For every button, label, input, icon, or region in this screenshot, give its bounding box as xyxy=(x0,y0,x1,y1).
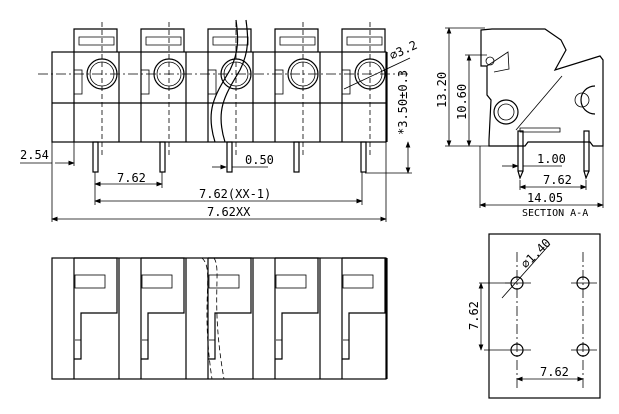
terminal-pole-bottom xyxy=(341,257,388,379)
hole-pattern-view xyxy=(479,233,601,399)
bottom-view xyxy=(51,257,388,380)
dim-total: 7.62XX xyxy=(207,205,251,219)
section-view xyxy=(480,28,604,180)
terminal-pole-bottom xyxy=(140,257,187,379)
dim-hole-pcb: ⌀1.40 xyxy=(518,236,553,271)
pcb-hole xyxy=(571,276,597,290)
terminal-pole xyxy=(274,22,321,173)
dim-pin-width-section: 1.00 xyxy=(537,152,566,166)
terminal-pole xyxy=(73,22,120,173)
terminal-pole-bottom xyxy=(73,257,120,379)
dim-horizontal: 7.62 xyxy=(540,365,569,379)
dim-hole: ⌀3.2 xyxy=(387,38,419,63)
pcb-hole xyxy=(571,343,597,357)
dim-body-height: 10.60 xyxy=(455,84,469,120)
terminal-pole xyxy=(207,22,254,173)
dim-pitch-offset: 2.54 xyxy=(20,148,49,162)
terminal-pole xyxy=(140,22,187,173)
dim-vertical: 7.62 xyxy=(467,301,481,330)
front-view xyxy=(51,19,388,173)
terminal-pole-bottom xyxy=(207,257,254,379)
dim-pitch: 7.62 xyxy=(117,171,146,185)
terminal-pole xyxy=(341,22,388,173)
section-label: SECTION A-A xyxy=(522,208,588,219)
dim-span: 7.62(XX-1) xyxy=(199,187,271,201)
dim-width: 14.05 xyxy=(527,191,563,205)
terminal-pole-bottom xyxy=(274,257,321,379)
dim-height: 13.20 xyxy=(435,72,449,108)
dim-pitch-section: 7.62 xyxy=(543,173,572,187)
dim-pin-width: 0.50 xyxy=(245,153,274,167)
pcb-hole xyxy=(484,343,531,357)
dim-pin-height: *3.50±0.3 xyxy=(396,70,410,135)
